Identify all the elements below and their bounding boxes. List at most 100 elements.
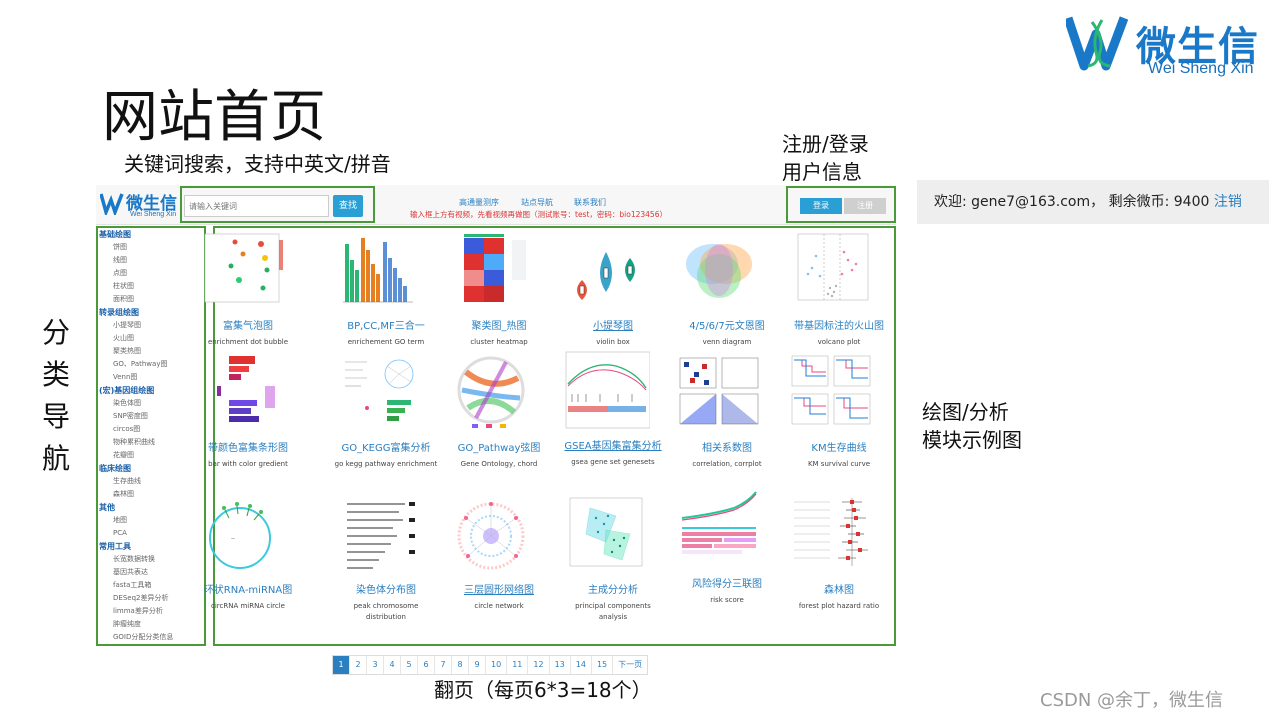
annotation-login-line2: 用户信息 [782,160,862,184]
nav-item-snp-density[interactable]: SNP密度图 [113,412,148,420]
module-subtitle: venn diagram [702,338,752,346]
module-card[interactable]: 富集气泡图 enrichment dot bubble [195,230,301,348]
module-title: 风险得分三联图 [692,579,762,590]
page-4[interactable]: 4 [384,656,401,674]
chromosome-thumb [347,502,415,569]
nav-item-fasta[interactable]: fasta工具箱 [113,581,152,589]
link-high-throughput[interactable]: 高通量测序 [459,198,499,207]
brand-w-icon [1066,16,1129,71]
nav-category-basic[interactable]: 基础绘图 [99,230,131,239]
page-10[interactable]: 10 [486,656,508,674]
notice-text: 输入框上方有视频，先看视频再做图（测试账号：test，密码：bio123456） [410,210,667,219]
nav-item-limma[interactable]: limma差异分析 [113,607,163,615]
gsea-thumb [565,351,651,429]
nav-item-go-pathway[interactable]: GO、Pathway图 [113,360,168,368]
nav-item-dot[interactable]: 点图 [113,269,127,277]
nav-item-heatmap[interactable]: 聚类热图 [113,347,141,355]
module-card[interactable]: 带颜色富集条形图 bar with color gredient [195,352,301,470]
module-card[interactable]: 风险得分三联图 risk score [674,488,780,606]
nav-item-species-curve[interactable]: 物种累积曲线 [113,438,155,446]
page-5[interactable]: 5 [401,656,418,674]
page-9[interactable]: 9 [469,656,486,674]
nav-item-chromosome[interactable]: 染色体图 [113,399,141,407]
site-w-icon [100,193,124,215]
nav-item-coexpression[interactable]: 基因共表达 [113,568,148,576]
register-button[interactable]: 注册 [844,198,886,214]
search-input[interactable] [184,195,329,217]
svg-text:—: — [231,536,235,541]
brand-logo: 微生信 Wei Sheng Xin [1066,12,1272,78]
nav-item-tumor-purity[interactable]: 肿瘤纯度 [113,620,141,628]
page-11[interactable]: 11 [507,656,529,674]
module-title: GO_Pathway弦图 [457,443,541,454]
nav-item-forest[interactable]: 森林图 [113,490,134,498]
nav-item-survival[interactable]: 生存曲线 [113,477,141,485]
page-3[interactable]: 3 [367,656,384,674]
nav-item-area[interactable]: 面积图 [113,295,134,303]
module-title: 4/5/6/7元文恩图 [689,321,765,332]
nav-category-transcriptome[interactable]: 转录组绘图 [99,308,139,317]
link-site-nav[interactable]: 站点导航 [521,198,553,207]
page-7[interactable]: 7 [435,656,452,674]
nav-item-petal[interactable]: 花瓣图 [113,451,134,459]
nav-item-long-wide[interactable]: 长宽数据转换 [113,555,155,563]
nav-item-line[interactable]: 线图 [113,256,127,264]
site-logo[interactable]: 微生信 Wei Sheng Xin [100,189,180,221]
nav-item-pie[interactable]: 饼图 [113,243,127,251]
page-12[interactable]: 12 [528,656,550,674]
nav-item-map[interactable]: 地图 [113,516,127,524]
module-card[interactable]: 4/5/6/7元文恩图 venn diagram [674,230,780,348]
module-card[interactable]: 带基因标注的火山图 volcano plot [786,230,892,348]
module-title: 富集气泡图 [223,321,273,332]
site-logo-cn: 微生信 [126,194,177,214]
module-card[interactable]: 主成分分析 principal components analysis [560,494,666,623]
login-button[interactable]: 登录 [800,198,842,214]
nav-item-bar[interactable]: 柱状图 [113,282,134,290]
page-1[interactable]: 1 [333,656,350,674]
module-card[interactable]: 染色体分布图 peak chromosome distribution [333,494,439,623]
nav-item-volcano[interactable]: 火山图 [113,334,134,342]
link-contact[interactable]: 联系我们 [574,198,606,207]
go-kegg-thumb [345,359,414,421]
module-card[interactable]: GO_Pathway弦图 Gene Ontology, chord [446,352,552,470]
page-6[interactable]: 6 [418,656,435,674]
page-2[interactable]: 2 [350,656,367,674]
go-bar-thumb [343,238,413,303]
circrna-thumb: — [209,502,271,569]
nav-item-pca[interactable]: PCA [113,529,127,537]
page-13[interactable]: 13 [550,656,571,674]
module-title: 森林图 [824,585,854,596]
nav-category-other[interactable]: 其他 [99,503,115,512]
corr-thumb [679,357,759,425]
module-card[interactable]: 三层圆形网络图 circle network [446,494,552,612]
module-card[interactable]: 聚类图_热图 cluster heatmap [446,230,552,348]
logout-link[interactable]: 注销 [1213,194,1242,210]
page-14[interactable]: 14 [571,656,592,674]
module-title: 聚类图_热图 [471,321,527,332]
page-8[interactable]: 8 [452,656,469,674]
nav-item-violin[interactable]: 小提琴图 [113,321,141,329]
module-card[interactable]: 相关系数图 correlation, corrplot [674,352,780,470]
page-15[interactable]: 15 [592,656,614,674]
module-card[interactable]: KM生存曲线 KM survival curve [786,352,892,470]
module-subtitle: correlation, corrplot [692,460,762,468]
module-card[interactable]: 森林图 forest plot hazard ratio [786,494,892,612]
nav-item-goid[interactable]: GOID分配分类信息 [113,633,174,641]
module-card[interactable]: GO_KEGG富集分析 go kegg pathway enrichment [333,352,439,470]
annotation-search: 关键词搜索，支持中英文/拼音 [124,152,391,176]
nav-item-venn[interactable]: Venn图 [113,373,138,381]
nav-item-deseq2[interactable]: DESeq2差异分析 [113,594,169,602]
module-card[interactable]: GSEA基因集富集分析 gsea gene set genesets [560,350,666,468]
next-page-button[interactable]: 下一页 [618,660,643,669]
module-card[interactable]: 小提琴图 violin box [560,230,666,348]
module-subtitle: Gene Ontology, chord [460,460,538,468]
module-card[interactable]: BP,CC,MF三合一 enrichement GO term [333,230,439,348]
nav-item-circos[interactable]: circos图 [113,425,141,433]
search-button[interactable]: 查找 [333,195,363,217]
violin-thumb [577,252,635,300]
nav-category-clinical[interactable]: 临床绘图 [99,464,131,473]
nav-category-genome[interactable]: (宏)基因组绘图 [99,386,155,395]
module-subtitle: peak chromosome distribution [353,602,419,621]
nav-category-tools[interactable]: 常用工具 [99,542,131,551]
module-card[interactable]: — 环状RNA-miRNA图 circRNA miRNA circle [195,494,301,612]
